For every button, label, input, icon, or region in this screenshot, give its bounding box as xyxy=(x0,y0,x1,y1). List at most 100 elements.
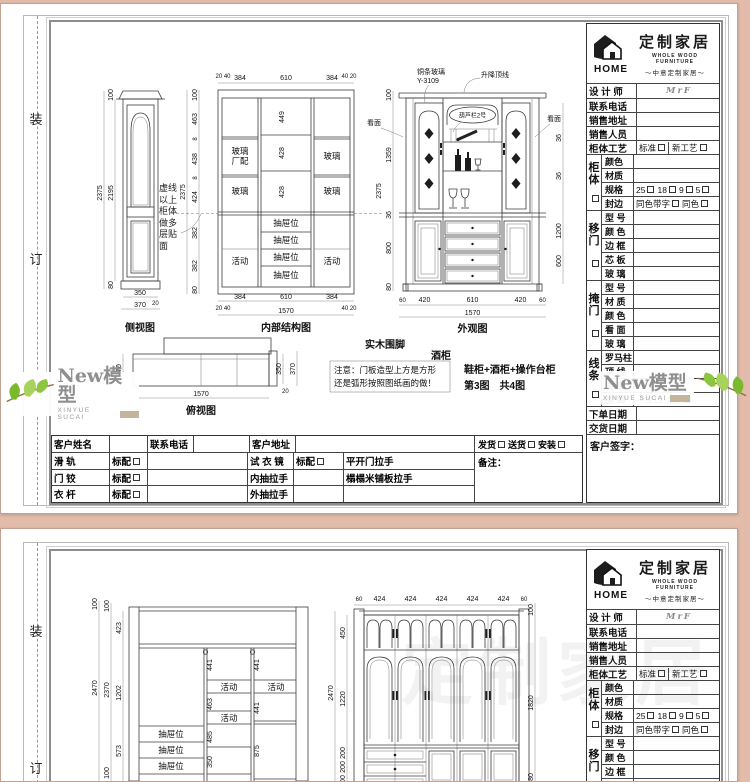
option-label: 25 xyxy=(636,184,646,195)
field-label: 封边 xyxy=(602,723,634,736)
dim-label: 40 20 xyxy=(341,306,357,312)
dim-label: 610 xyxy=(467,297,479,304)
field-value xyxy=(294,469,344,486)
view-title: 俯视图 xyxy=(186,404,216,417)
dim-label: 382 xyxy=(192,260,199,272)
dim-label: 60 xyxy=(521,597,528,603)
field-label: 销售地址 xyxy=(587,113,637,127)
dim-label: 100 xyxy=(108,89,115,101)
dim-label: 60 xyxy=(539,298,546,304)
brand-name: 定制家居 xyxy=(638,32,711,51)
dim-label: 1359 xyxy=(386,147,393,163)
field-value xyxy=(634,681,719,694)
field-value xyxy=(634,155,719,168)
cell-label: 活动 xyxy=(267,682,285,692)
dim-label: 80 xyxy=(528,773,535,781)
field-label: 下单日期 xyxy=(587,407,637,421)
field-label: 颜色 xyxy=(602,155,634,168)
dim-label: 424 xyxy=(498,596,510,603)
view-title: 外观图 xyxy=(457,322,488,335)
option-label: 标配 xyxy=(112,457,132,469)
checkbox xyxy=(591,720,599,728)
note-line: 还是弧形按照图纸画的做！ xyxy=(334,378,436,388)
dim-label: 80 xyxy=(386,283,393,291)
dim-label: 80 xyxy=(108,281,115,289)
dim-label: 370 xyxy=(134,302,146,309)
dim-label: 424 xyxy=(436,596,448,603)
dim-label: 80 xyxy=(192,286,199,294)
field-label: 销售人员 xyxy=(587,127,637,141)
field-label: 销售地址 xyxy=(587,639,637,653)
group-label: 柜体 xyxy=(588,162,600,186)
field-value xyxy=(637,625,719,638)
dim-label: 800 xyxy=(386,242,393,254)
dim-label: 2470 xyxy=(92,680,99,696)
checkbox xyxy=(658,144,666,151)
dim-label: 424 xyxy=(374,596,386,603)
cell-label: 抽屉位 xyxy=(158,761,184,771)
field-value xyxy=(634,737,719,750)
cell-label: 厂配 xyxy=(231,156,249,166)
annotation: 铜条玻璃 xyxy=(417,67,445,76)
brand-tagline: ～中意定制家居～ xyxy=(645,69,705,77)
structure-view: 玻璃 厂配 玻璃 玻璃 玻璃 抽屉位 抽屉位 抽屉位 抽屉位 活动 活动 449… xyxy=(171,74,383,334)
field-label: 材质 xyxy=(602,695,634,708)
plan-view: 370 350 20 370 1570 俯视图 xyxy=(116,337,298,417)
wardrobe-structure-view: 抽屉位 抽屉位 抽屉位 441 活动 463 活动 485 350 441 活动… xyxy=(92,598,309,781)
binding-char-top: 装 xyxy=(29,624,43,639)
dim-label: 424 xyxy=(405,596,417,603)
dim-label: 610 xyxy=(280,75,292,82)
option-label: 安装 xyxy=(538,439,557,450)
dim-label: 100 xyxy=(92,598,99,610)
field-label: 芯 板 xyxy=(602,779,634,781)
checkbox xyxy=(658,670,666,677)
home-wordmark: HOME xyxy=(594,63,628,75)
designer-value: MrF xyxy=(666,612,692,622)
watermark-box xyxy=(669,395,690,402)
option-label: 新工艺 xyxy=(672,668,698,679)
field-label: 型 号 xyxy=(602,211,634,224)
field-label: 客户地址 xyxy=(250,436,296,453)
field-value xyxy=(634,695,719,708)
field-value xyxy=(294,486,344,502)
checkbox xyxy=(701,200,709,207)
checkbox xyxy=(591,390,599,398)
dim-label: 20 40 xyxy=(215,306,231,312)
dim-label: 8 xyxy=(193,137,199,141)
field-value xyxy=(296,436,474,452)
dim-label: 384 xyxy=(326,294,338,301)
field-label: 滑 轨 xyxy=(52,453,110,469)
designer-value: MrF xyxy=(666,86,692,96)
field-label: 颜 色 xyxy=(602,751,634,764)
binding-line xyxy=(37,16,38,505)
dim-label: 438 xyxy=(192,153,199,165)
field-label: 芯 板 xyxy=(602,253,634,266)
dim-label: 370 xyxy=(116,364,123,376)
dim-label: 60 xyxy=(399,298,406,304)
field-label: 颜色 xyxy=(602,681,634,694)
checkbox xyxy=(528,440,536,448)
option-label: 新工艺 xyxy=(672,142,698,153)
checkbox xyxy=(133,474,141,482)
dim-label: 200 xyxy=(340,775,347,781)
field-value xyxy=(637,653,719,666)
field-label: 销售人员 xyxy=(587,653,637,667)
field-value xyxy=(634,323,719,336)
field-value xyxy=(634,309,719,322)
home-wordmark: HOME xyxy=(594,589,628,601)
cell-label: 活动 xyxy=(220,713,238,723)
field-value xyxy=(634,751,719,764)
field-value xyxy=(634,765,719,778)
dim-label: 350 xyxy=(134,290,146,297)
field-label: 联系电话 xyxy=(587,99,637,113)
field-label: 玻 璃 xyxy=(602,267,634,280)
remark-field: 备注： xyxy=(478,458,507,469)
field-value xyxy=(634,225,719,238)
dim-label: 428 xyxy=(279,186,286,198)
dim-label: 420 xyxy=(419,297,431,304)
option-label: 5 xyxy=(695,710,701,721)
customer-table: 客户姓名 联系电话 客户地址 滑 轨 标配 试 衣 镜 标配 平开门拉手 门 铰 xyxy=(51,435,583,503)
field-value xyxy=(634,253,719,266)
dim-label: 441 xyxy=(254,659,261,671)
outer-border xyxy=(23,15,729,506)
